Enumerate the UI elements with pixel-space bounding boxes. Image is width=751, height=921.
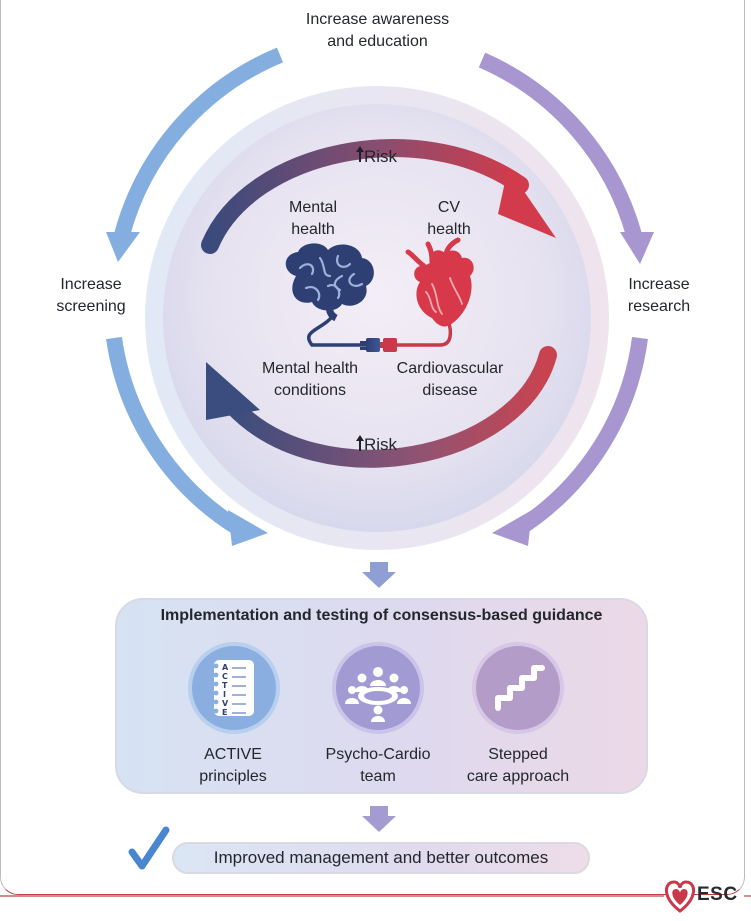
cv-health-label: CV health (427, 199, 471, 238)
risk-top-arrowhead (498, 168, 556, 238)
active-letter-t: T (222, 681, 228, 690)
arrowhead-bottom-left (228, 510, 268, 546)
research-to-guidance-arrow (515, 336, 648, 535)
screening-to-guidance-arrow (106, 336, 243, 535)
mental-conditions-label: Mental health conditions (261, 360, 359, 399)
stepped-care-badge (472, 642, 564, 734)
esc-heart-logo-icon (0, 880, 751, 913)
arrowhead-research (620, 232, 654, 264)
team-meeting-icon (345, 667, 411, 722)
heart-icon (405, 237, 474, 327)
brain-cable (307, 312, 368, 347)
risk-bottom-label: Risk (364, 435, 398, 454)
risk-up-arrow-top (356, 146, 364, 162)
risk-bottom-arrowhead (206, 362, 260, 420)
active-letter-v: V (222, 699, 229, 708)
checklist-icon: A C T I V E (213, 660, 254, 717)
risk-up-arrow-bottom (356, 435, 364, 451)
awareness-label: Increase awareness and education (305, 11, 450, 50)
arrowhead-screening (106, 232, 140, 262)
check-mark-icon (128, 826, 170, 870)
arrowhead-bottom-right (492, 510, 532, 546)
esc-logo-text: ESC (697, 884, 738, 905)
brain-icon (285, 243, 374, 322)
down-arrow-to-outcome (362, 806, 396, 832)
active-letter-a: A (222, 663, 229, 672)
risk-top-label: Risk (364, 147, 398, 166)
active-principles-label: ACTIVE principles (199, 746, 267, 785)
cv-disease-label: Cardiovascular disease (396, 360, 504, 399)
active-principles-badge: A C T I V E (188, 642, 280, 734)
screening-label: Increase screening (56, 276, 126, 315)
guidance-title: Implementation and testing of consensus-… (160, 607, 603, 624)
risk-bottom-arc (223, 346, 557, 468)
active-letter-e: E (222, 708, 227, 717)
psycho-cardio-label: Psycho-Cardio team (325, 746, 431, 785)
research-label: Increase research (627, 276, 691, 315)
active-letter-i: I (223, 690, 226, 699)
awareness-to-screening-arrow (114, 47, 284, 238)
psycho-cardio-badge (332, 642, 424, 734)
active-letter-c: C (222, 672, 228, 681)
stairs-icon (495, 665, 545, 711)
awareness-to-research-arrow (478, 52, 642, 238)
stepped-care-label: Stepped care approach (466, 746, 570, 785)
outcome-label: Improved management and better outcomes (213, 848, 549, 867)
outcome-banner: Improved management and better outcomes (172, 842, 590, 874)
figure-frame (0, 0, 745, 895)
mental-health-label: Mental health (288, 199, 338, 238)
risk-top-arc (201, 139, 529, 254)
inner-disk (163, 104, 591, 532)
plug-icon (360, 338, 397, 352)
down-arrow-to-guidance (362, 562, 396, 588)
